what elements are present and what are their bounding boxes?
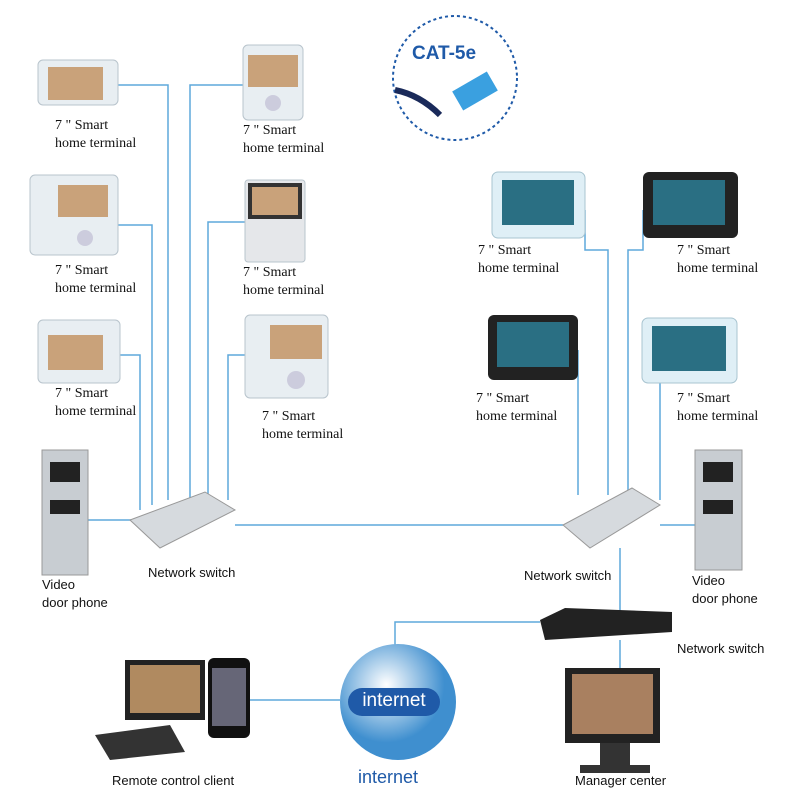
terminal-label: 7 " Smart home terminal bbox=[55, 385, 136, 421]
door-phone-label: Video door phone bbox=[42, 576, 108, 612]
door-phones bbox=[41, 449, 743, 576]
internet-badge: internet bbox=[362, 690, 426, 711]
left-switch-label: Network switch bbox=[148, 565, 236, 580]
label-line2: home terminal bbox=[243, 283, 325, 298]
label-line2: door phone bbox=[692, 591, 758, 606]
terminal-label: 7 " Smart home terminal bbox=[55, 117, 136, 153]
globe-icon bbox=[340, 644, 456, 760]
cat5e-label: CAT-5e bbox=[412, 43, 477, 64]
remote-client-label: Remote control client bbox=[112, 773, 235, 788]
label-line2: home terminal bbox=[677, 261, 759, 276]
terminal-label: 7 " Smart home terminal bbox=[478, 242, 559, 278]
label-line1: 7 " Smart bbox=[677, 243, 731, 258]
label-line2: home terminal bbox=[677, 409, 759, 424]
terminal-label: 7 " Smart home terminal bbox=[677, 242, 758, 278]
label-line1: 7 " Smart bbox=[262, 409, 316, 424]
terminal-label: 7 " Smart home terminal bbox=[262, 408, 343, 444]
switch-devices bbox=[129, 487, 672, 640]
label-line1: 7 " Smart bbox=[243, 123, 297, 138]
terminal-label: 7 " Smart home terminal bbox=[243, 264, 324, 300]
label-line1: Video bbox=[692, 573, 726, 588]
label-line2: home terminal bbox=[262, 427, 344, 442]
router-label: Network switch bbox=[677, 641, 765, 656]
manager-monitor bbox=[565, 668, 660, 773]
label-line2: home terminal bbox=[476, 409, 558, 424]
label-line1: 7 " Smart bbox=[55, 386, 109, 401]
label-line1: 7 " Smart bbox=[478, 243, 532, 258]
terminal-label: 7 " Smart home terminal bbox=[243, 122, 324, 158]
label-line2: home terminal bbox=[55, 136, 137, 151]
remote-client-devices bbox=[95, 658, 250, 760]
door-phone-label: Video door phone bbox=[692, 572, 758, 608]
right-switch-label: Network switch bbox=[524, 568, 612, 583]
label-line1: 7 " Smart bbox=[243, 265, 297, 280]
cat5e-cable-icon bbox=[392, 15, 518, 141]
label-line2: home terminal bbox=[55, 404, 137, 419]
label-line2: home terminal bbox=[243, 141, 325, 156]
terminal-label: 7 " Smart home terminal bbox=[677, 390, 758, 426]
terminal-label: 7 " Smart home terminal bbox=[55, 262, 136, 298]
terminal-label: 7 " Smart home terminal bbox=[476, 390, 557, 426]
label-line1: 7 " Smart bbox=[55, 118, 109, 133]
terminals bbox=[29, 44, 738, 399]
internet-label: internet bbox=[358, 767, 419, 787]
label-line1: 7 " Smart bbox=[677, 391, 731, 406]
manager-center-label: Manager center bbox=[575, 773, 667, 788]
label-line2: home terminal bbox=[55, 281, 137, 296]
label-line1: 7 " Smart bbox=[476, 391, 530, 406]
label-line1: 7 " Smart bbox=[55, 263, 109, 278]
label-line2: door phone bbox=[42, 595, 108, 610]
label-line1: Video bbox=[42, 577, 76, 592]
cables bbox=[88, 84, 695, 701]
label-line2: home terminal bbox=[478, 261, 560, 276]
